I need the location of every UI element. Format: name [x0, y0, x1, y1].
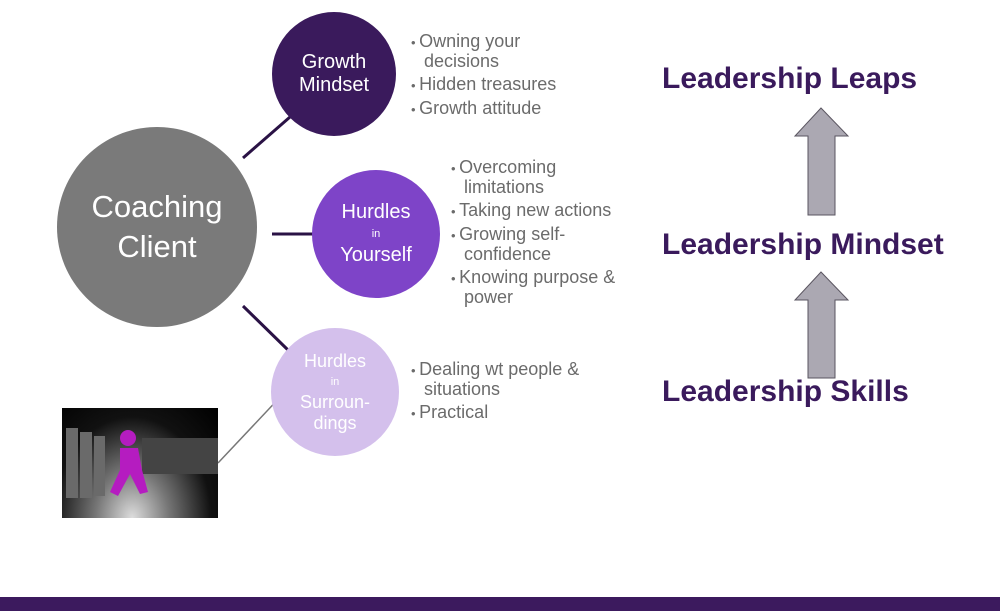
leadership-mindset-heading: Leadership Mindset [662, 228, 944, 261]
bullet-item: Growing self-confidence [451, 225, 594, 264]
bullet-item: Knowing purpose & power [451, 268, 641, 307]
surroundings-bullets: Dealing wt people & situations Practical [411, 360, 611, 427]
footer-bar [0, 597, 1000, 611]
leadership-skills-heading: Leadership Skills [662, 375, 909, 408]
bullet-item: Dealing wt people & situations [411, 360, 611, 399]
bullet-item: Growth attitude [411, 99, 591, 119]
node-label: in [330, 375, 340, 388]
node-label: in [371, 228, 381, 240]
bullet-item: Practical [411, 403, 611, 423]
node-label: Hurdles [303, 350, 367, 371]
node-label: Hurdles [341, 201, 411, 223]
node-label: Surroun-dings [299, 391, 371, 433]
hurdles-surroundings-circle: Hurdles in Surroun-dings [271, 328, 399, 456]
center-label: Coaching [91, 189, 223, 224]
node-label: Yourself [340, 244, 412, 266]
leadership-leaps-heading: Leadership Leaps [662, 62, 918, 95]
center-label: Client [117, 229, 197, 264]
node-label: Mindset [298, 74, 370, 96]
bullet-item: Hidden treasures [411, 75, 591, 95]
up-arrow-icon [793, 271, 850, 379]
bullet-item: Overcoming limitations [451, 158, 641, 197]
standout-figure-image [62, 408, 218, 518]
growth-mindset-circle: Growth Mindset [272, 12, 396, 136]
bullet-item: Owning your decisions [411, 32, 591, 71]
hurdles-yourself-circle: Hurdles in Yourself [312, 170, 440, 298]
up-arrow-icon [793, 107, 850, 216]
yourself-bullets: Overcoming limitations Taking new action… [451, 158, 641, 311]
growth-bullets: Owning your decisions Hidden treasures G… [411, 32, 591, 123]
walking-person-icon [66, 428, 218, 498]
bullet-item: Taking new actions [451, 201, 641, 221]
node-label: Growth [301, 51, 367, 73]
coaching-client-circle: Coaching Client [57, 127, 257, 327]
